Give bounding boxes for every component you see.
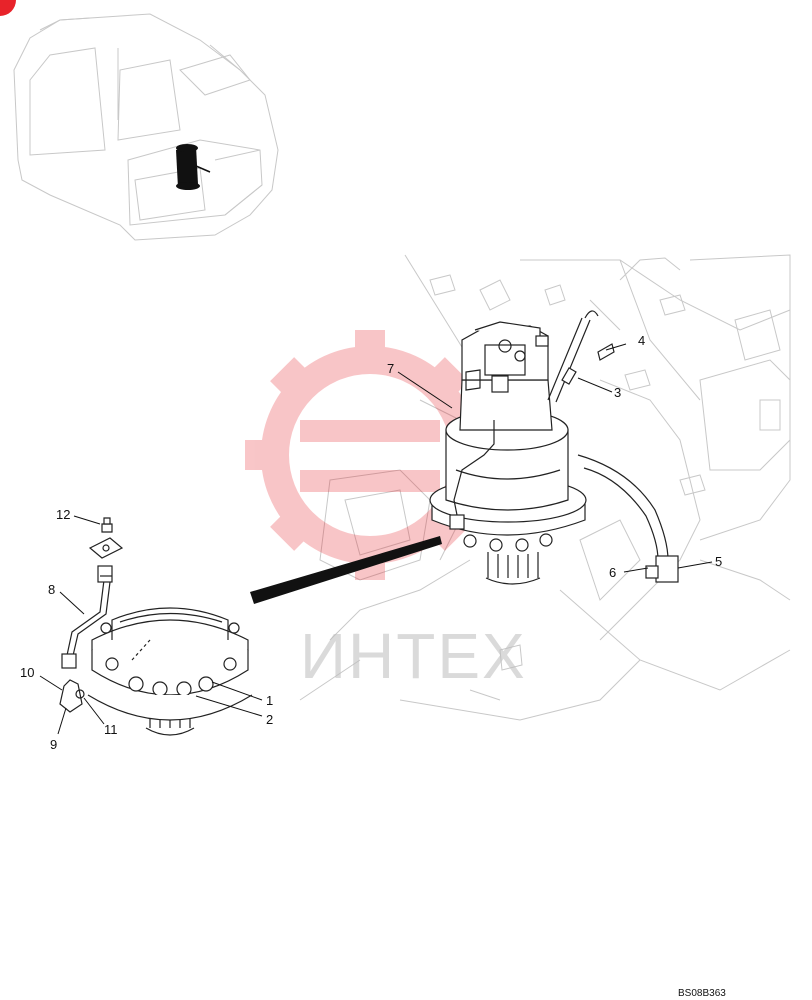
ring-gear-exploded — [87, 607, 253, 736]
callouts: 1 2 3 4 5 6 7 8 9 10 11 12 — [20, 333, 722, 752]
inset-excavator-cab — [13, 13, 279, 241]
callout-12: 12 — [56, 507, 70, 522]
upper-frame-structure — [299, 254, 791, 721]
swing-motor-assembly — [429, 310, 679, 585]
figure-code: BS08B363 — [678, 988, 726, 999]
callout-4: 4 — [638, 333, 645, 348]
inset-swing-motor-highlight — [176, 144, 211, 190]
lubrication-hose-assembly — [59, 517, 151, 713]
callout-5: 5 — [715, 554, 722, 569]
callout-11: 11 — [104, 722, 118, 737]
callout-8: 8 — [48, 582, 55, 597]
watermark-text: ИНТЕХ — [300, 620, 527, 692]
callout-10: 10 — [20, 665, 34, 680]
callout-1: 1 — [266, 693, 273, 708]
corner-page-marker — [0, 0, 16, 16]
leader-lines — [39, 343, 713, 735]
callout-2: 2 — [266, 712, 273, 727]
callout-3: 3 — [614, 385, 621, 400]
callout-7: 7 — [387, 361, 394, 376]
callout-9: 9 — [50, 737, 57, 752]
callout-6: 6 — [609, 565, 616, 580]
pointer-arrow — [250, 536, 442, 604]
